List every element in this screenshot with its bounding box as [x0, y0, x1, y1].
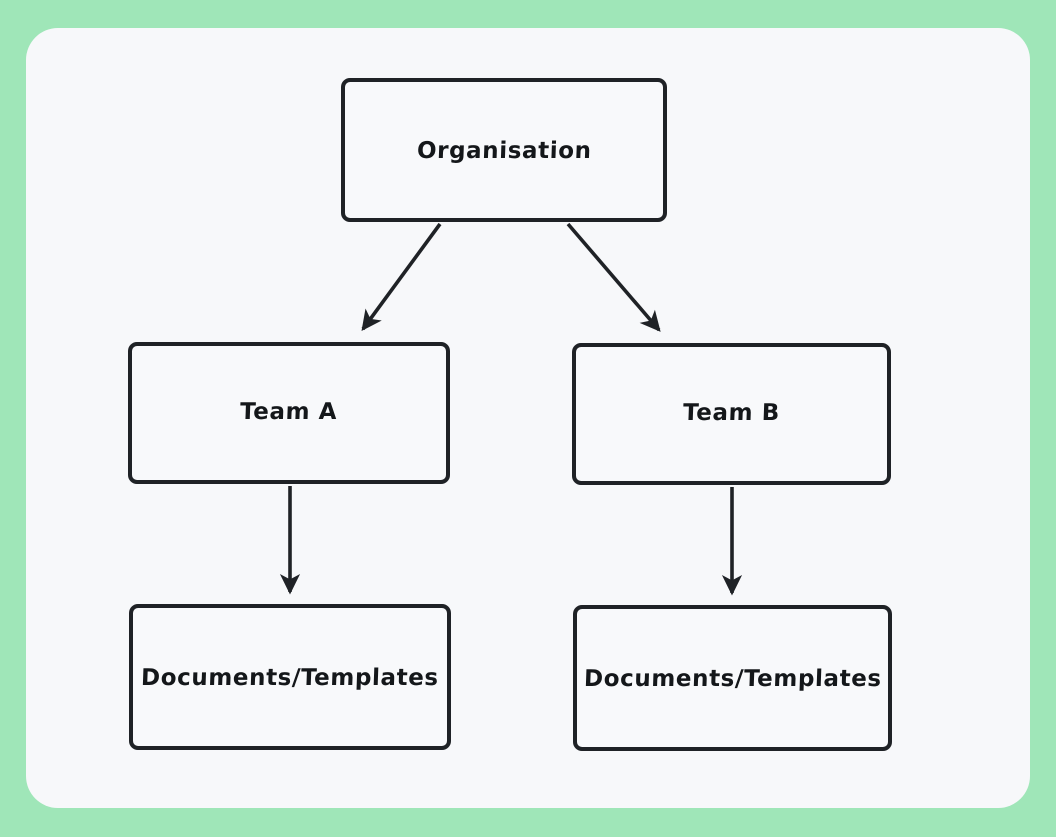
node-organisation-label: Organisation [416, 137, 592, 164]
node-documents-templates-b-label: Documents/Templates [583, 665, 882, 692]
node-team-b[interactable]: Team B [572, 343, 891, 485]
node-organisation[interactable]: Organisation [341, 78, 667, 222]
node-documents-templates-b[interactable]: Documents/Templates [573, 605, 892, 751]
node-documents-templates-a-label: Documents/Templates [140, 664, 440, 691]
node-team-a-label: Team A [239, 398, 339, 425]
node-team-a[interactable]: Team A [128, 342, 450, 484]
node-team-b-label: Team B [682, 399, 781, 426]
node-documents-templates-a[interactable]: Documents/Templates [129, 604, 451, 750]
